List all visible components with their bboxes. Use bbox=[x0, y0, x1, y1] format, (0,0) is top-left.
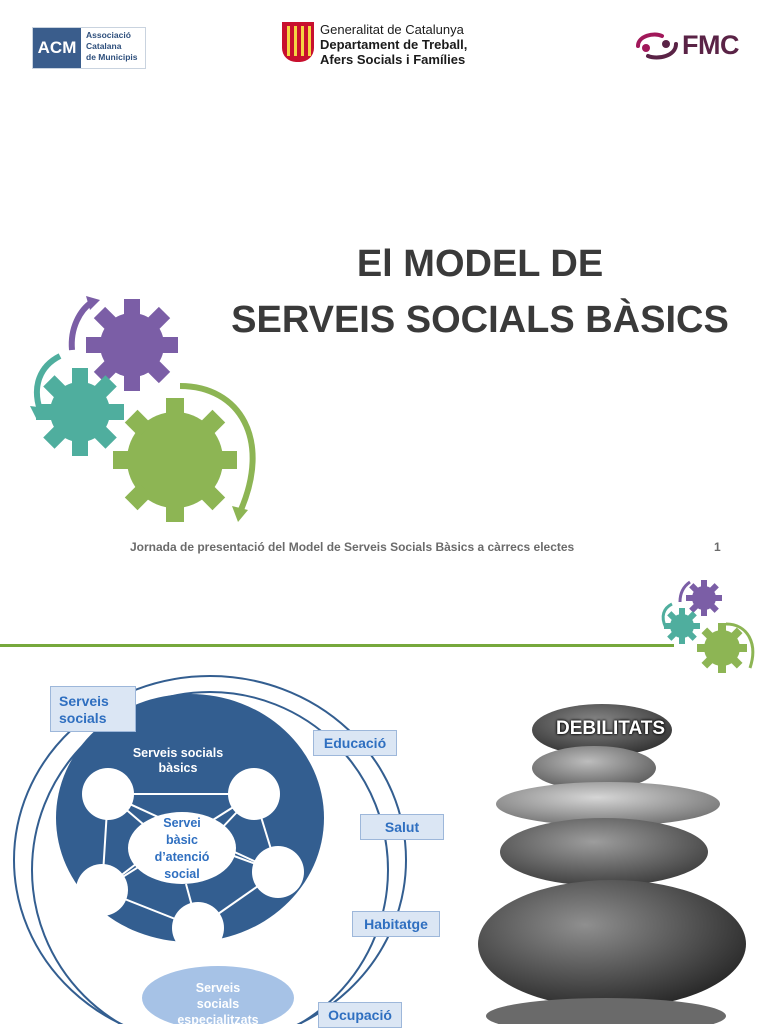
label-line: d’atenció bbox=[154, 850, 210, 864]
label-line: socials bbox=[196, 997, 240, 1011]
slide-divider bbox=[0, 644, 674, 647]
label-line: Servei bbox=[163, 816, 201, 830]
acm-logo-line: de Municipis bbox=[86, 52, 138, 62]
label-line: Serveis socials bbox=[132, 746, 224, 760]
center-ellipse bbox=[128, 812, 236, 884]
center-service-label: Servei bàsic d’atenció social bbox=[140, 815, 224, 883]
node-circle bbox=[252, 846, 304, 898]
fmc-logo: FMC bbox=[632, 30, 744, 62]
acm-logo-line: Catalana bbox=[86, 41, 122, 51]
node-circle bbox=[228, 768, 280, 820]
generalitat-logo: Generalitat de Catalunya Departament de … bbox=[282, 20, 482, 67]
small-gears-icon bbox=[661, 580, 755, 673]
acm-logo: ACM Associació Catalana de Municipis bbox=[32, 27, 146, 69]
page-number: 1 bbox=[714, 540, 721, 554]
gears-illustration-icon bbox=[30, 296, 256, 522]
outer-ring bbox=[13, 675, 407, 1024]
specialized-services-ellipse bbox=[142, 966, 294, 1024]
fmc-symbol-icon bbox=[636, 32, 678, 60]
slide-title-line: SERVEIS SOCIALS BÀSICS bbox=[231, 299, 729, 341]
tag-educacio: Educació bbox=[313, 730, 397, 756]
label-line: especialitzats bbox=[177, 1013, 259, 1027]
generalitat-line: Departament de Treball, bbox=[320, 37, 468, 52]
green-gear-icon bbox=[113, 398, 237, 522]
node-circle bbox=[76, 864, 128, 916]
generalitat-line: Afers Socials i Famílies bbox=[320, 52, 466, 67]
fmc-logo-text: FMC bbox=[682, 30, 739, 60]
slide-footer: Jornada de presentació del Model de Serv… bbox=[130, 540, 575, 554]
label-line: bàsic bbox=[166, 833, 198, 847]
acm-logo-text: Associació Catalana de Municipis bbox=[86, 30, 137, 63]
middle-ring bbox=[31, 691, 389, 1024]
tag-salut: Salut bbox=[360, 814, 444, 840]
acm-logo-abbr: ACM bbox=[33, 28, 81, 68]
tag-ocupacio: Ocupació bbox=[318, 1002, 402, 1028]
label-line: bàsics bbox=[158, 761, 198, 775]
purple-gear-icon bbox=[86, 299, 178, 391]
slide-title-line: El MODEL DE bbox=[356, 243, 604, 285]
catalan-shield-icon bbox=[282, 22, 314, 62]
teal-gear-icon bbox=[36, 368, 124, 456]
generalitat-line: Generalitat de Catalunya bbox=[320, 22, 464, 37]
stones-caption: DEBILITATS bbox=[556, 718, 666, 739]
slide-title: El MODEL DE SERVEIS SOCIALS BÀSICS bbox=[180, 236, 768, 348]
node-circle bbox=[82, 768, 134, 820]
specialized-services-label: Serveis socials especialitzats bbox=[170, 980, 266, 1028]
basic-services-label: Serveis socials bàsics bbox=[118, 746, 238, 776]
stacked-stones-image bbox=[478, 704, 746, 1024]
acm-logo-line: Associació bbox=[86, 30, 131, 40]
generalitat-text: Generalitat de Catalunya Departament de … bbox=[320, 22, 467, 67]
serveis-socials-label: Serveis socials bbox=[50, 686, 136, 732]
label-line: socials bbox=[59, 710, 107, 726]
services-diagram bbox=[13, 675, 407, 1024]
label-line: Serveis bbox=[195, 981, 241, 995]
node-circle bbox=[172, 902, 224, 954]
label-line: Serveis bbox=[59, 693, 109, 709]
tag-habitatge: Habitatge bbox=[352, 911, 440, 937]
label-line: social bbox=[164, 867, 200, 881]
